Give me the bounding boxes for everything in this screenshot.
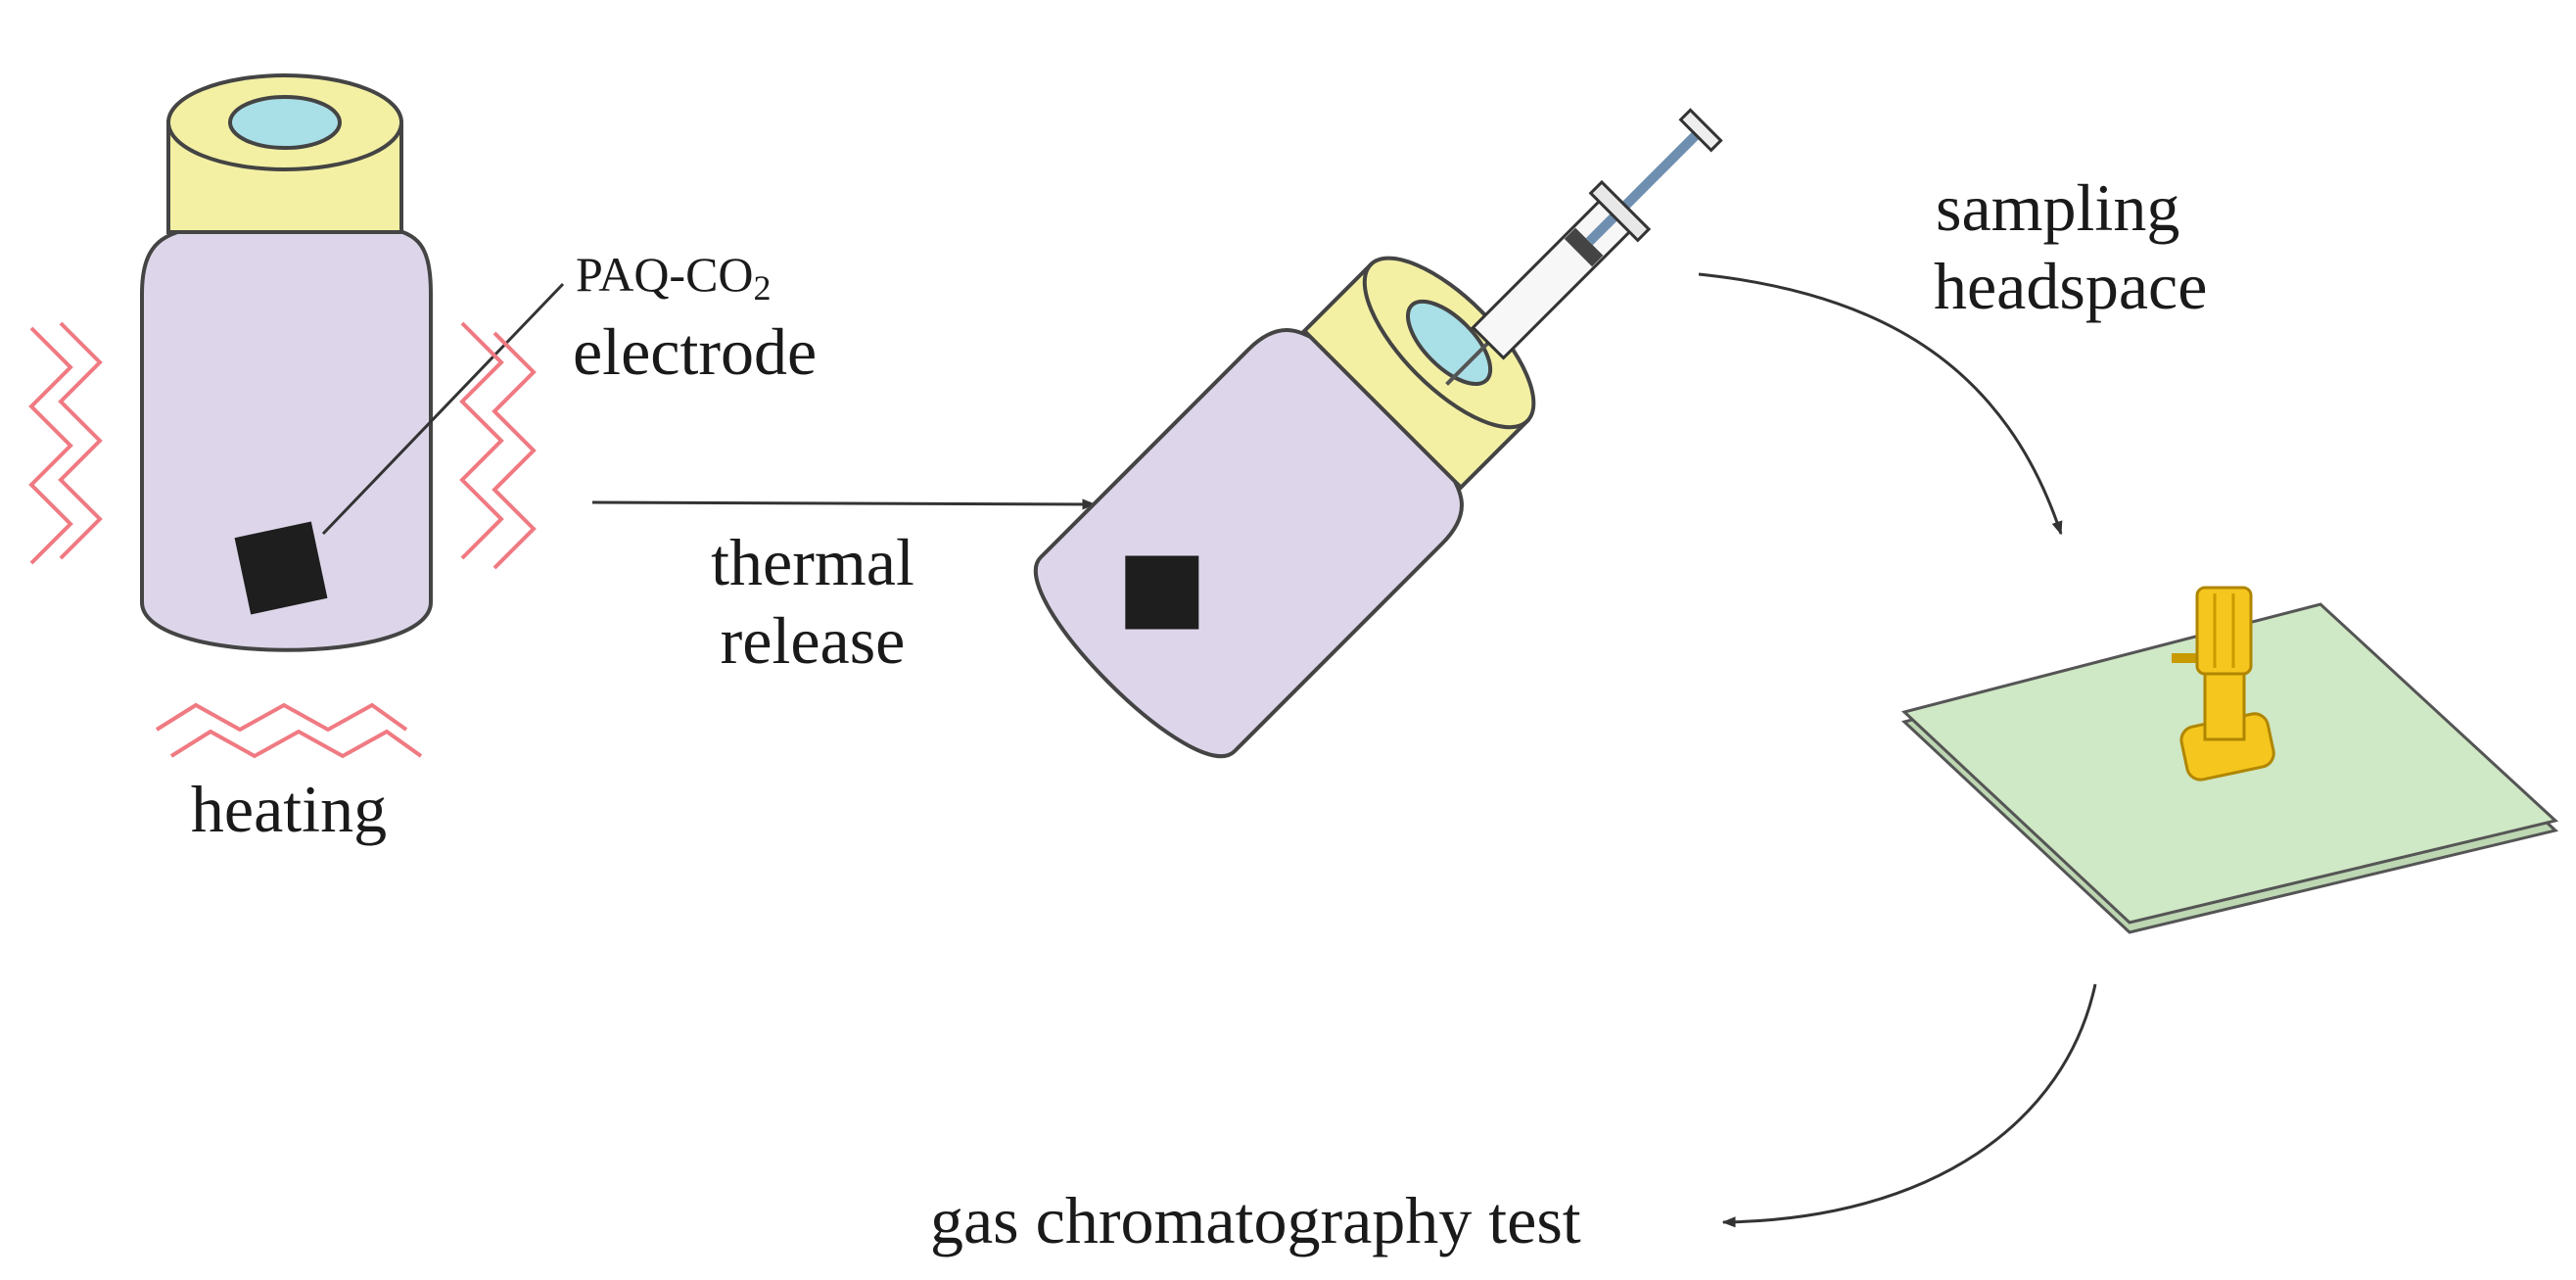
electrode-square [1125,555,1199,630]
syringe-needle [1445,341,1490,386]
heat-waves [28,321,537,759]
heat-wave-left-1 [28,326,73,565]
syringe [1445,108,1723,386]
sampling-line-1: sampling [1936,170,2180,245]
thermal-release-line-1: thermal [711,525,914,599]
thermal-release-label: thermal release [666,529,960,674]
electrode-word-label: electrode [573,314,818,389]
heat-wave-right-1 [459,321,504,560]
vial-sampled [1033,256,1536,759]
syringe-plunger-cap [1678,108,1723,153]
electrode-square [234,521,328,615]
sampling-headspace-label: sampling headspace [1934,174,2207,319]
sampling-line-2: headspace [1934,249,2208,323]
electrode-formula-text: PAQ-CO [576,247,754,302]
gc-test-label: gas chromatography test [930,1183,1581,1257]
electrode-leader-line [321,282,565,536]
heating-label: heating [190,772,388,846]
heat-wave-bottom-1 [155,702,408,733]
heat-wave-right-2 [492,331,537,570]
thermal-release-line-2: release [720,603,906,678]
sampling-arrow [1698,272,2063,536]
gc-injection-port [2172,586,2275,782]
electrode-formula-subscript: 2 [753,268,772,308]
heat-wave-left-2 [58,321,103,560]
gc-arrow [1721,983,2097,1228]
vial-heated [140,73,565,652]
port-neck [2203,664,2246,741]
heat-wave-bottom-2 [169,729,423,759]
vial-cap [166,73,403,234]
port-knob [2195,586,2253,676]
thermal-release-arrow [591,498,1097,510]
electrode-formula-label: PAQ-CO2 [576,250,772,306]
syringe-plunger-seal [1564,227,1604,267]
syringe-flange [1588,179,1652,243]
syringe-plunger-rod [1585,127,1704,246]
